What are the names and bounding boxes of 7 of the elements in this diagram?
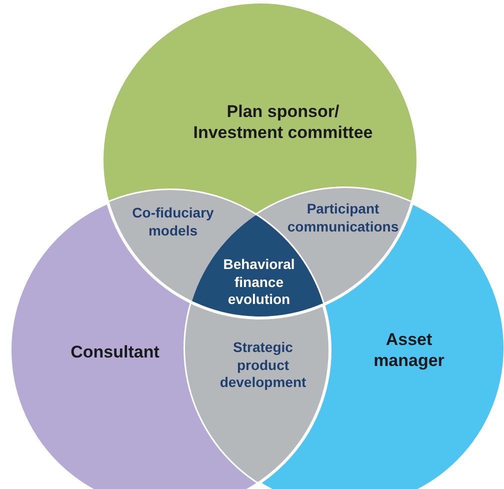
region-label: Plan sponsor/ Investment committee — [193, 100, 373, 144]
region-label: Participant communications — [286, 200, 400, 236]
region-label: Asset manager — [372, 328, 446, 372]
region-label: Behavioral finance evolution — [222, 256, 296, 308]
region-label: Strategic product development — [218, 338, 308, 392]
region-label: Consultant — [70, 341, 160, 363]
region-label: Co-fiduciary models — [131, 204, 215, 240]
